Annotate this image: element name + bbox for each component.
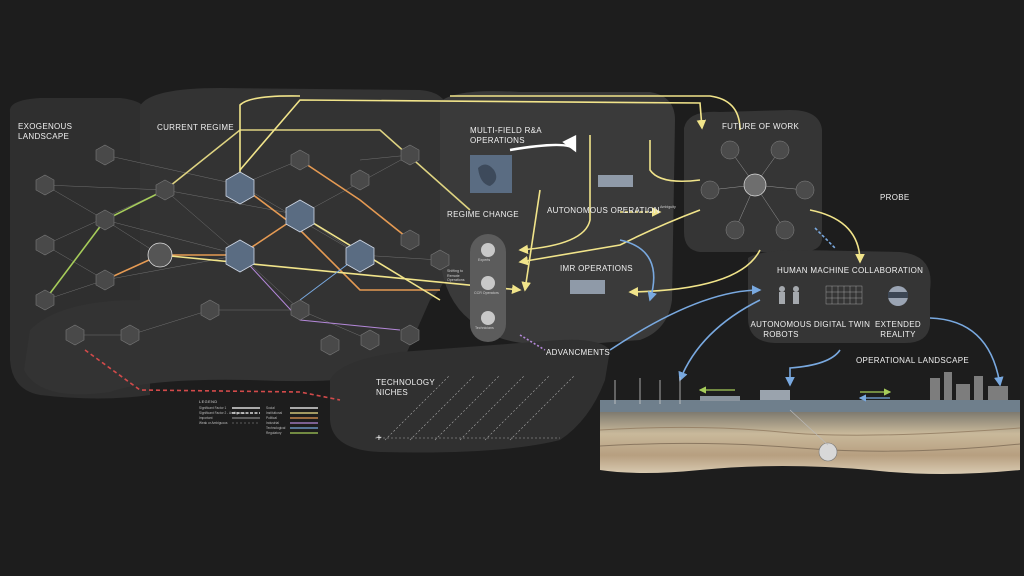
legend-lines [232,407,318,434]
regime-panel [24,88,451,395]
experts-icon [481,243,495,257]
fow-hub [743,173,767,197]
legend-item: Weak or Ambiguous [199,421,228,425]
regime-change-arrows [84,95,1004,401]
operations-center [598,175,633,187]
fow-node [775,220,795,240]
role-experts: Experts [478,258,491,262]
autonomous-operation-title: AUTONOMOUS OPERATION [547,206,660,215]
legend-category: Regulatory [266,431,282,435]
exogenous-landscape-title: EXOGENOUS LANDSCAPE [18,122,73,141]
autonomous-robots-icon [779,286,799,304]
fow-node [795,180,815,200]
wind-turbines [614,377,681,404]
advancements-label: ADVANCMENTS [546,348,611,357]
legend-item: Important [199,416,213,420]
niche-plus-icon: + [376,433,382,444]
legend-title: LEGEND [199,400,218,404]
role-technicians: Technicians [475,326,494,330]
node-hex-major [345,239,375,273]
node-hex-major [225,171,255,205]
hmc-panel [748,250,931,343]
current-regime-title: CURRENT REGIME [157,123,234,132]
legend-category: Institutional [266,411,283,415]
role-ccr-operators: CCR Operators [474,291,499,295]
multi-field-title: MULTI-FIELD R&A OPERATIONS [470,126,542,145]
node-hex [35,144,450,356]
extended-reality-icon [888,286,908,306]
technology-niches-title: TECHNOLOGY NICHES [376,378,436,397]
digital-twin-label: DIGITAL TWIN [813,320,871,329]
legend-category: Industrial [266,421,279,425]
fow-node [725,220,745,240]
autonomous-robots-label: AUTONOMOUS ROBOTS [750,320,812,339]
extended-reality-label: EXTENDED REALITY [875,320,921,339]
node-hex-major [225,239,255,273]
reservoir-icon [818,442,838,462]
imr-operations-title: IMR OPERATIONS [560,264,633,273]
vessel [700,396,740,401]
regime-change-title: REGIME CHANGE [447,210,519,219]
future-of-work-title: FUTURE OF WORK [722,122,800,131]
city-skyline [930,372,1008,400]
fow-node [720,140,740,160]
network-nodes [35,144,450,356]
imr-vessel [570,280,605,294]
platform [760,390,790,400]
technicians-icon [481,311,495,325]
operational-landscape-title: OPERATIONAL LANDSCAPE [856,356,969,365]
ccr-operators-icon [481,276,495,290]
operational-landscape [599,372,1021,474]
shifting-label: Shifting to Remote Operations [447,269,465,282]
legend-category: Social [266,406,275,410]
digital-twin-icon [825,285,863,305]
fow-node [770,140,790,160]
legend-item: Significant Factor 1 [199,406,227,410]
niche-lines [375,374,576,441]
fow-node [700,180,720,200]
ambiguity-label: Ambiguity [660,205,676,209]
legend-category: Technological [266,426,286,430]
probe-title: PROBE [880,193,910,202]
legend-item: Significant Factor 2 - Ambiguous [199,411,245,415]
legend-category: Political [266,416,277,420]
node-hex-major [285,199,315,233]
human-machine-collaboration-title: HUMAN MACHINE COLLABORATION [777,266,924,275]
central-hub [147,242,173,268]
niches-panel [330,339,610,453]
